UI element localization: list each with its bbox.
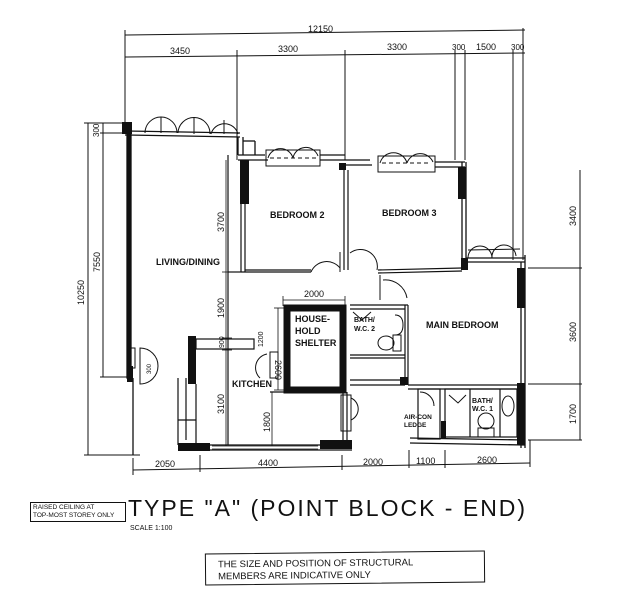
dim-top-4: 300 [452,43,466,52]
interior-walls [177,155,520,450]
room-bath2-line2: W.C. 2 [354,326,375,333]
room-bath1-line2: W.C. 1 [472,406,493,413]
dim-bottom-2: 4400 [258,458,278,468]
dim-corridor: 1900 [216,298,226,318]
plan-title: TYPE "A" (POINT BLOCK - END) [128,495,528,521]
room-bath2-line1: BATH/ [354,317,375,324]
room-shelter-line2: HOLD [295,326,321,336]
dim-bottom-5: 2600 [477,455,497,465]
room-living-dining: LIVING/DINING [156,257,220,267]
fixtures [377,314,515,438]
dim-top-2: 3300 [278,44,298,54]
dim-shelter-depth: 2600 [273,360,283,380]
raised-ceiling-note: RAISED CEILING AT TOP-MOST STOREY ONLY [30,502,126,522]
dim-service-bay: 1200 [258,331,265,347]
dim-right-2: 3600 [568,322,578,342]
room-shelter-line1: HOUSE- [295,314,330,324]
top-dimensions [124,28,526,260]
room-aircon-line2: LEDGE [404,422,427,429]
dim-kitchen-depth: 3100 [216,394,226,414]
right-dimensions [528,170,582,441]
dim-bottom-3: 2000 [363,457,383,467]
dim-top-3: 3300 [387,42,407,52]
structural-note-line2: MEMBERS ARE INDICATIVE ONLY [218,569,371,583]
room-main-bedroom: MAIN BEDROOM [426,320,499,330]
left-dimensions [84,122,140,456]
room-bedroom-2: BEDROOM 2 [270,210,325,220]
bottom-dimensions [132,440,531,475]
dim-shelter-width: 2000 [304,289,324,299]
dim-kitchen-lower: 1800 [262,412,272,432]
dim-bottom-4: 1100 [416,456,435,466]
dim-bedroom2-depth: 3700 [216,212,226,232]
service-label: 300 [147,363,153,374]
dim-left-2: 7550 [92,252,102,272]
household-shelter-wall [283,304,347,394]
dim-top-6: 300 [511,43,525,52]
room-bath1-line1: BATH/ [472,398,493,405]
room-shelter-line3: SHELTER [295,338,337,348]
structural-columns [122,122,525,451]
room-kitchen: KITCHEN [232,379,272,389]
raised-ceiling-line2: TOP-MOST STOREY ONLY [33,512,115,519]
room-aircon-line1: AIR-CON [404,414,432,421]
dim-top-5: 1500 [476,42,496,52]
windows [126,116,521,385]
dim-right-1: 3400 [568,206,578,226]
interior-dimensions [222,160,346,446]
plan-scale: SCALE 1:100 [130,525,173,532]
dim-top-total: 12150 [308,24,333,34]
dim-top-1: 3450 [170,46,190,56]
dim-left-1: 300 [92,123,101,137]
dim-right-3: 1700 [568,404,578,424]
dim-counter: 900 [219,336,226,348]
dim-bottom-1: 2050 [155,459,175,469]
room-bedroom-3: BEDROOM 3 [382,208,437,218]
structural-note: THE SIZE AND POSITION OF STRUCTURAL MEMB… [204,550,486,586]
raised-ceiling-line1: RAISED CEILING AT [33,504,95,511]
dim-left-total: 10250 [76,280,86,305]
